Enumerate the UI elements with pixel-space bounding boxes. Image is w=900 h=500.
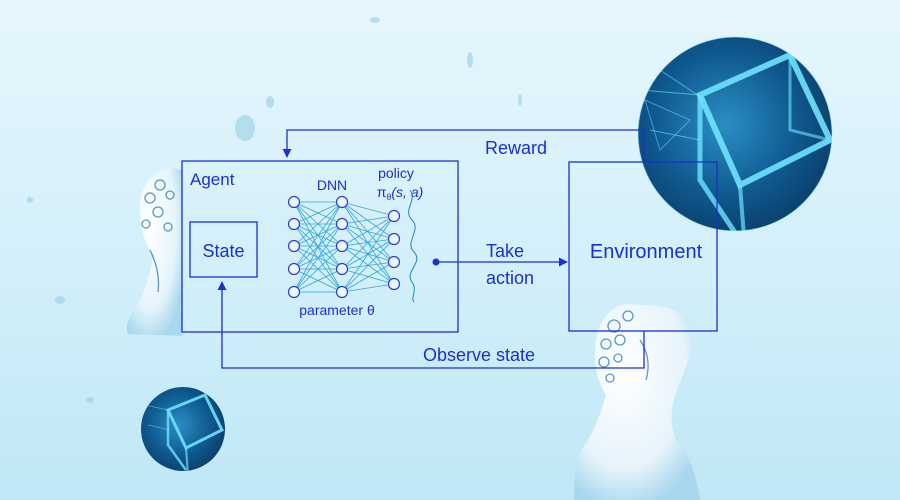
dnn-input-node bbox=[287, 285, 301, 299]
dnn-hidden-node bbox=[335, 262, 349, 276]
action-label: action bbox=[486, 268, 534, 288]
dnn-edge bbox=[341, 201, 395, 263]
take-label: Take bbox=[486, 241, 524, 261]
dnn-hidden-node bbox=[335, 239, 349, 253]
glowing-cube-orb-small bbox=[141, 387, 225, 471]
dnn-edge bbox=[293, 201, 343, 270]
dnn-edges bbox=[293, 201, 395, 293]
policy-distribution-curve bbox=[408, 189, 418, 303]
dnn-edge bbox=[341, 268, 395, 285]
dnn-edge bbox=[341, 215, 395, 247]
dnn-edge bbox=[293, 245, 343, 293]
dnn-input-node bbox=[287, 262, 301, 276]
dnn-label: DNN bbox=[317, 177, 347, 193]
environment-label: Environment bbox=[590, 241, 703, 263]
dnn-edge bbox=[293, 223, 343, 293]
background-specks bbox=[27, 17, 606, 454]
dnn-edge bbox=[341, 201, 395, 240]
glowing-cube-orb-large bbox=[637, 36, 833, 232]
state-box bbox=[189, 221, 258, 278]
dnn-edge bbox=[341, 215, 395, 270]
dnn-nodes bbox=[287, 195, 401, 299]
dnn-output-node bbox=[387, 209, 401, 223]
reward-label: Reward bbox=[485, 138, 547, 158]
dnn-output-node bbox=[387, 232, 401, 246]
dnn-output-node bbox=[387, 255, 401, 269]
dnn-edge bbox=[341, 261, 395, 293]
dnn-output-node bbox=[387, 277, 401, 291]
dnn-input-node bbox=[287, 217, 301, 231]
observe-state-label: Observe state bbox=[423, 345, 535, 365]
reward-arrow bbox=[282, 129, 645, 162]
dnn-hidden-node bbox=[335, 285, 349, 299]
agent-label: Agent bbox=[190, 170, 235, 189]
dnn-input-node bbox=[287, 195, 301, 209]
dnn-input-node bbox=[287, 239, 301, 253]
dnn-edge bbox=[341, 223, 395, 240]
dnn-edge bbox=[341, 201, 395, 217]
observe-state-arrow bbox=[217, 281, 645, 369]
dnn-edge bbox=[341, 215, 395, 293]
dnn-edge bbox=[341, 283, 395, 293]
statue-bust-right bbox=[574, 304, 700, 500]
parameter-label: parameter θ bbox=[299, 302, 375, 318]
dnn-edge bbox=[293, 201, 343, 225]
state-label: State bbox=[202, 241, 244, 261]
dnn-edge bbox=[293, 268, 343, 293]
dnn-edge bbox=[293, 201, 343, 293]
dnn-hidden-node bbox=[335, 195, 349, 209]
dnn-edge bbox=[341, 238, 395, 293]
agent-box bbox=[181, 160, 459, 333]
dnn-edge bbox=[341, 215, 395, 225]
policy-label: policy bbox=[378, 165, 414, 181]
statue-bust-left bbox=[126, 168, 182, 336]
environment-box bbox=[568, 161, 718, 332]
policy-symbol: πθ(s, a) bbox=[377, 184, 424, 202]
dnn-hidden-node bbox=[335, 217, 349, 231]
dnn-edge bbox=[293, 201, 343, 247]
